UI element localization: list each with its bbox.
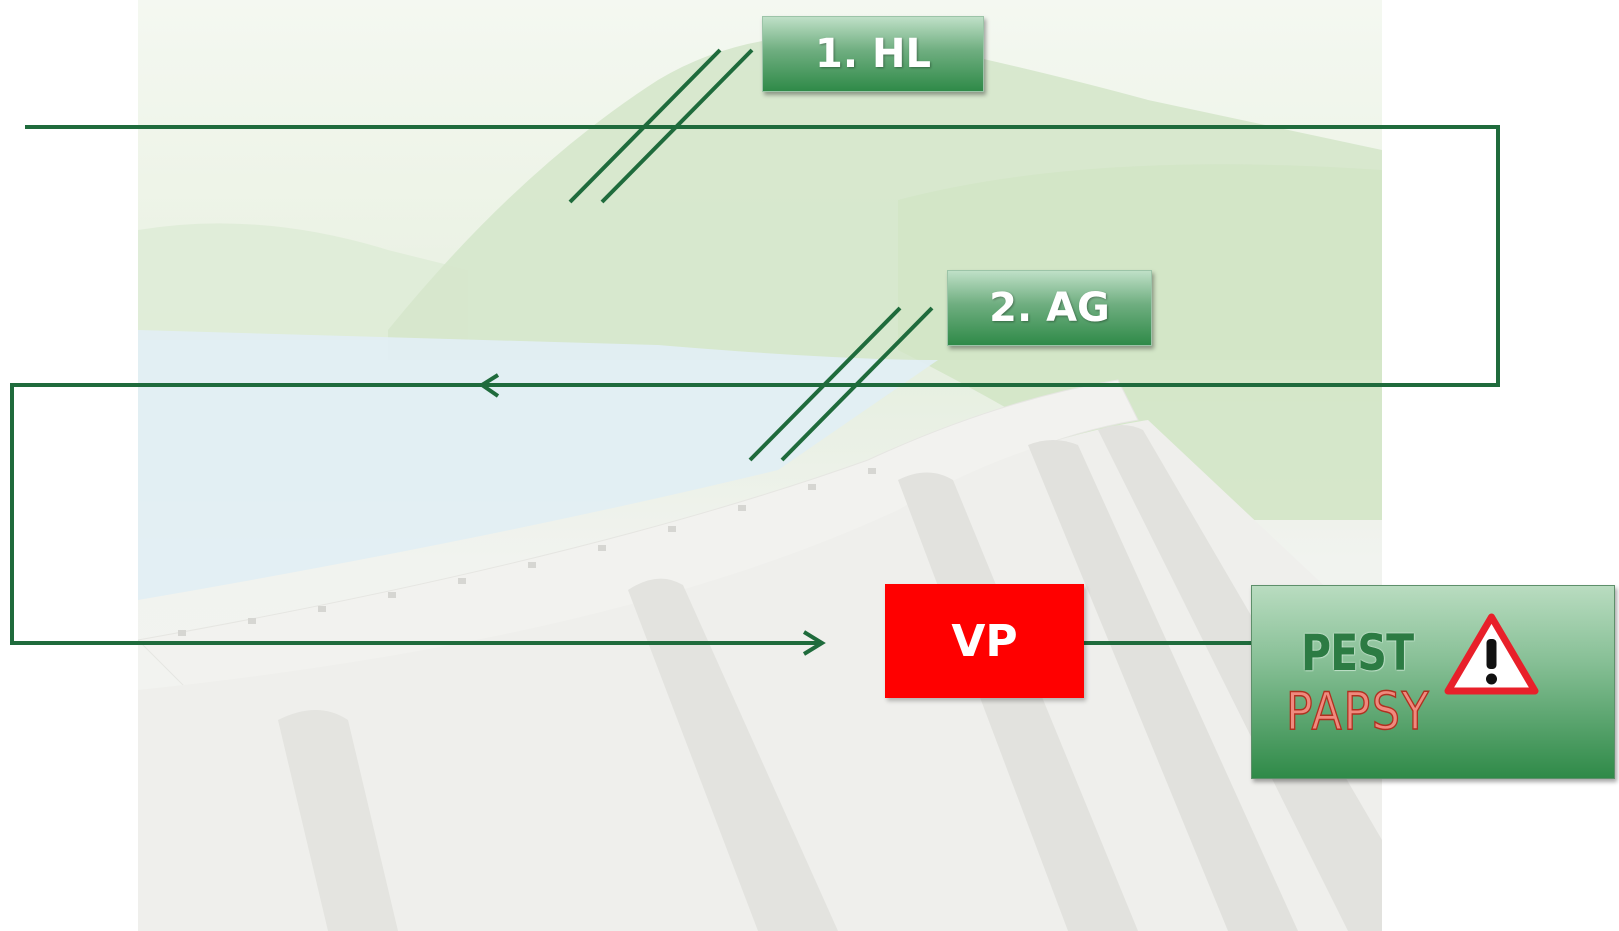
step-2-ag-label: 2. AG [989, 285, 1110, 331]
ag-slash-2 [780, 306, 934, 462]
hl-slash-1 [568, 48, 722, 204]
vp-box: VP [885, 584, 1084, 698]
pest-label: PEST [1301, 624, 1414, 682]
warning-triangle-icon [1444, 613, 1539, 695]
background-dam-photo [138, 0, 1382, 931]
hl-slash-2 [600, 48, 754, 204]
dam-landscape-illustration [138, 35, 1382, 931]
flow-arrow-right [802, 630, 826, 656]
step-1-hl-label: 1. HL [815, 31, 931, 77]
vp-label: VP [951, 615, 1018, 667]
flow-line-left-loop [10, 383, 820, 645]
step-1-hl-box: 1. HL [762, 16, 984, 92]
flow-arrow-left [478, 373, 500, 398]
step-2-ag-box: 2. AG [947, 270, 1152, 346]
pest-papsy-box: PEST PAPSY [1251, 585, 1615, 779]
papsy-label: PAPSY [1285, 681, 1431, 743]
ag-slash-1 [748, 306, 902, 462]
flow-line-top-loop [25, 125, 1500, 387]
